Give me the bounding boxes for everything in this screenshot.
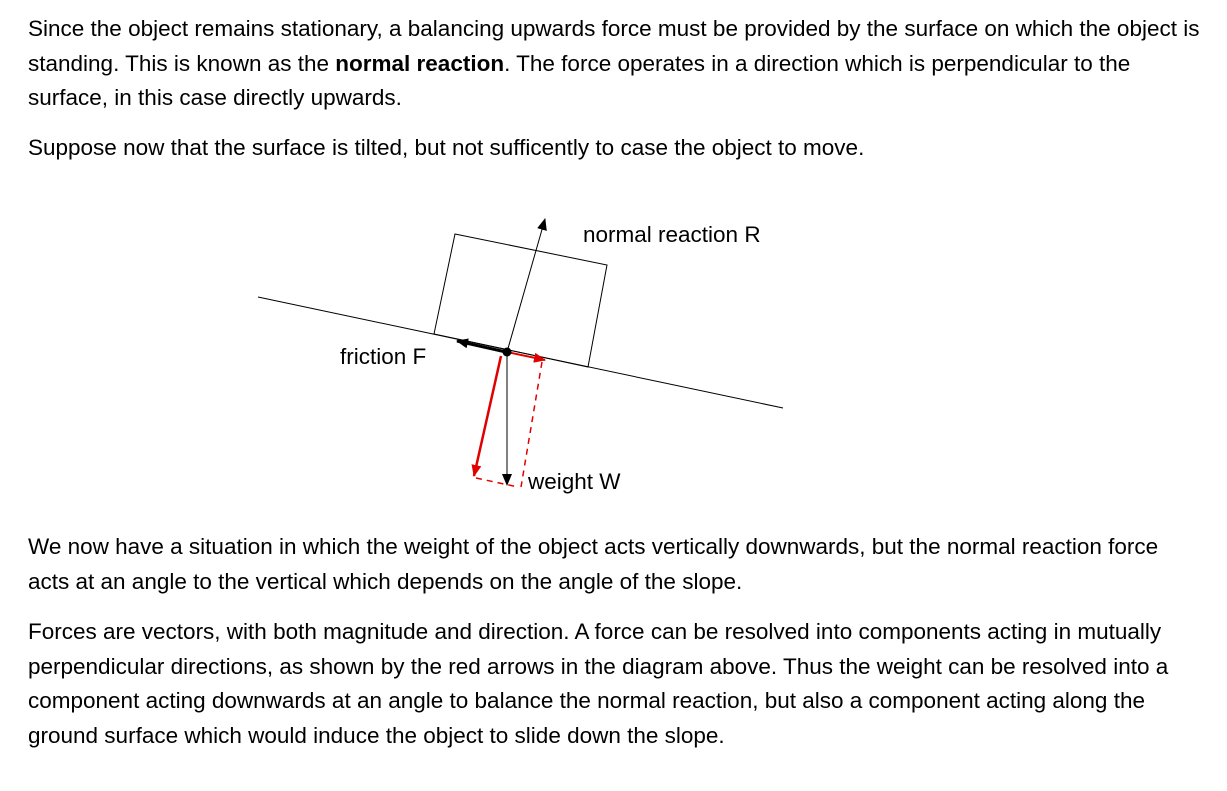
friction-arrow <box>456 338 507 354</box>
centre-point <box>502 347 512 357</box>
paragraph-weight-angle: We now have a situation in which the wei… <box>28 534 1159 594</box>
label-friction: friction F <box>340 344 426 369</box>
paragraph-1-text-b: . The force operates in a direction whic… <box>28 50 1131 111</box>
paragraph-normal-reaction: Since the object remains stationary, a b… <box>28 12 1203 116</box>
term-normal-reaction: normal reaction <box>335 50 505 76</box>
label-normal-reaction: normal reaction R <box>583 222 761 247</box>
component-along-slope-arrow <box>506 351 546 363</box>
label-weight: weight W <box>527 469 621 494</box>
object-block <box>433 233 608 368</box>
normal-reaction-arrow <box>506 218 547 353</box>
dashed-construction-line-bottom <box>475 477 519 488</box>
paragraph-tilted-surface: Suppose now that the surface is tilted, … <box>28 135 865 160</box>
component-perpendicular-arrow <box>471 355 503 477</box>
paragraph-vectors: Forces are vectors, with both magnitude … <box>28 619 1169 748</box>
paragraph-1-text-a: Since the object remains stationary, a b… <box>28 16 1200 76</box>
